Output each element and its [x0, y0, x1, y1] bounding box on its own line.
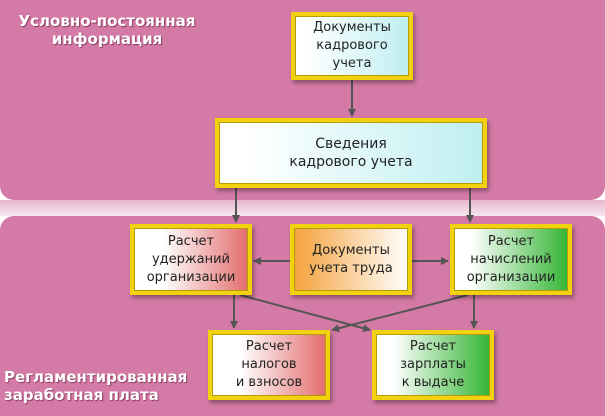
deductions-calc-box: Расчет удержаний организации [130, 224, 252, 295]
personnel-info-box: Сведения кадрового учета [215, 118, 487, 188]
fixed-info-section-label: Условно-постоянная информация [18, 12, 196, 48]
taxes-calc-box: Расчет налогов и взносов [208, 330, 330, 400]
personnel-docs-box: Документы кадрового учета [291, 12, 413, 80]
salary-calc-box: Расчет зарплаты к выдаче [372, 330, 494, 400]
arrow-deductions-to-salary [239, 294, 371, 333]
labor-docs-box: Документы учета труда [290, 224, 412, 295]
arrow-accruals-to-taxes [331, 294, 469, 333]
payroll-section-label: Регламентированная заработная плата [4, 368, 188, 404]
section-divider [0, 200, 605, 216]
accruals-calc-box: Расчет начислений организации [450, 224, 572, 295]
